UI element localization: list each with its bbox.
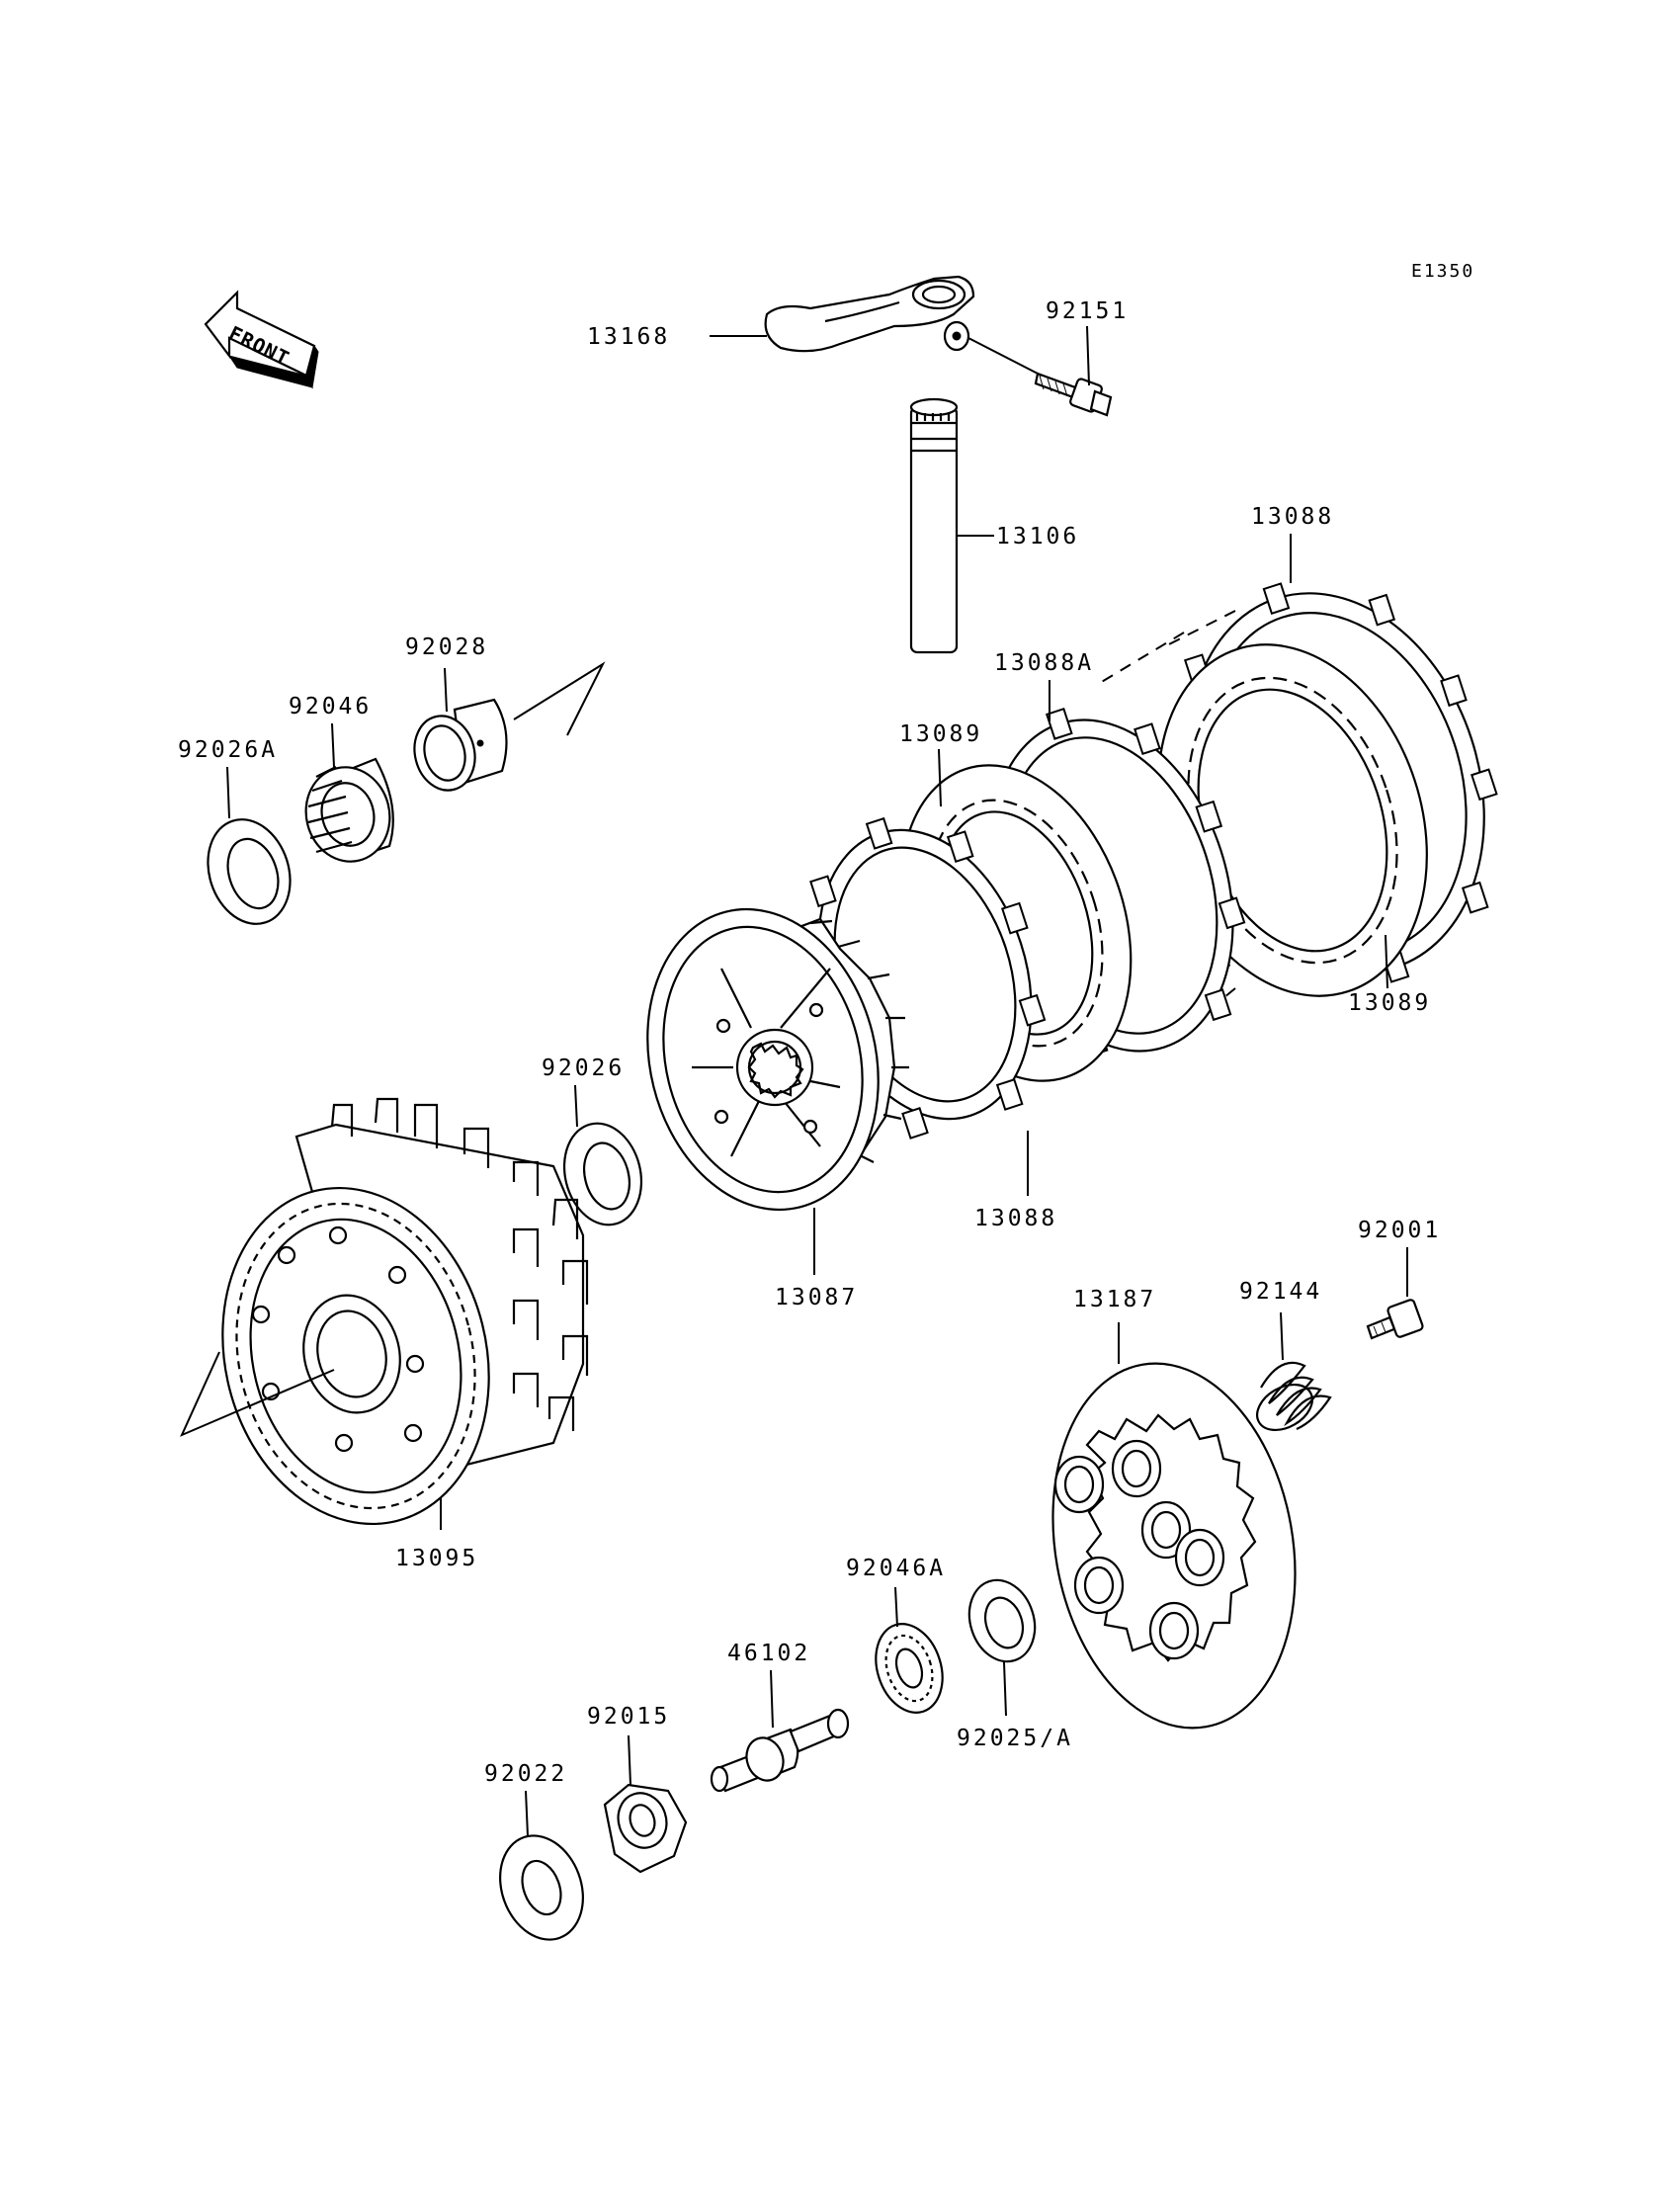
washer-92026a [207,818,292,925]
clutch-housing-part [221,1097,589,1526]
washer-92025a [967,1578,1037,1663]
washer-92026 [562,1122,643,1226]
diagram-code: E1350 [1411,261,1474,282]
label-92015: 92015 [587,1704,670,1730]
spring-part-92144 [1256,1361,1332,1432]
bolt-part-92151 [1034,372,1113,417]
thrust-bearing-92046a [875,1623,944,1714]
label-92144: 92144 [1239,1279,1322,1305]
label-92022: 92022 [484,1761,567,1787]
label-13089-middle: 13089 [899,721,982,747]
bushing-92028 [413,698,508,792]
label-92025a: 92025/A [957,1726,1073,1751]
label-92026a: 92026A [178,737,278,763]
label-92046: 92046 [289,694,372,719]
label-92001: 92001 [1358,1218,1441,1243]
label-13187: 13187 [1073,1287,1156,1312]
label-13089-right: 13089 [1348,990,1431,1016]
pressure-plate-part [1051,1362,1297,1730]
clutch-hub-part [646,907,909,1212]
label-46102: 46102 [727,1641,810,1666]
label-92028: 92028 [405,634,488,660]
label-13087: 13087 [775,1285,858,1310]
needle-bearing-92046 [304,757,394,863]
nut-92015 [603,1783,688,1874]
label-92151: 92151 [1046,298,1129,324]
washer-92022 [499,1834,584,1941]
label-13088a: 13088A [994,650,1094,676]
label-13088-front: 13088 [974,1206,1057,1231]
label-92046a: 92046A [846,1556,946,1581]
label-13168: 13168 [587,324,670,350]
label-13088-top: 13088 [1251,504,1334,530]
push-rod-46102 [710,1708,850,1793]
label-92026: 92026 [542,1056,625,1081]
label-13095: 13095 [395,1546,478,1571]
bolt-part-92001 [1366,1299,1424,1340]
release-shaft-part [909,397,959,654]
release-lever-part [764,275,975,353]
label-13106: 13106 [996,524,1079,549]
front-arrow-icon: FRONT [204,290,319,389]
